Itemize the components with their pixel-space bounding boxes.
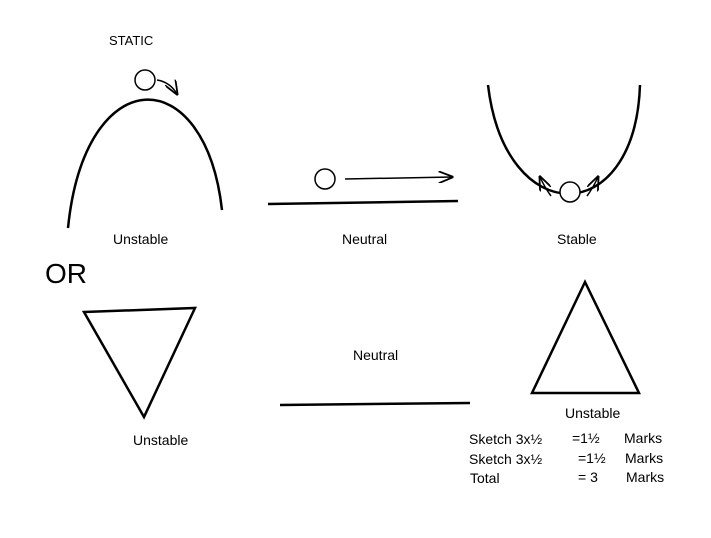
row2-right-label: Unstable: [565, 405, 621, 421]
marks-unit: Marks: [624, 430, 663, 446]
row1-right-label: Stable: [557, 231, 597, 247]
unstable-hill: [66, 69, 224, 229]
marks-value: =1½: [578, 450, 606, 466]
marks-value: =1½: [572, 430, 600, 446]
marks-unit: Marks: [625, 450, 664, 466]
ball: [559, 181, 581, 203]
ball: [314, 168, 336, 190]
upright-triangle: [530, 279, 641, 395]
marks-item: Total: [470, 470, 500, 486]
title: STATIC: [109, 33, 154, 48]
marks-value: = 3: [578, 469, 598, 485]
row1-left-label: Unstable: [113, 231, 169, 247]
row1-middle-label: Neutral: [342, 231, 388, 247]
arrow: [344, 177, 452, 179]
marks-item: Sketch 3x½: [469, 431, 543, 447]
row2-middle-label: Neutral: [353, 347, 399, 363]
row2-left-label: Unstable: [133, 432, 189, 448]
or-label: OR: [45, 258, 87, 289]
arrow: [156, 79, 177, 94]
marks-item: Sketch 3x½: [469, 451, 543, 467]
inverted-triangle: [81, 306, 197, 420]
neutral-surface: [267, 168, 459, 206]
ball: [134, 69, 156, 91]
marks-unit: Marks: [626, 469, 665, 485]
arrow: [540, 177, 552, 197]
stable-valley: [486, 84, 642, 203]
arrow: [586, 177, 598, 197]
neutral-line: [279, 401, 471, 407]
